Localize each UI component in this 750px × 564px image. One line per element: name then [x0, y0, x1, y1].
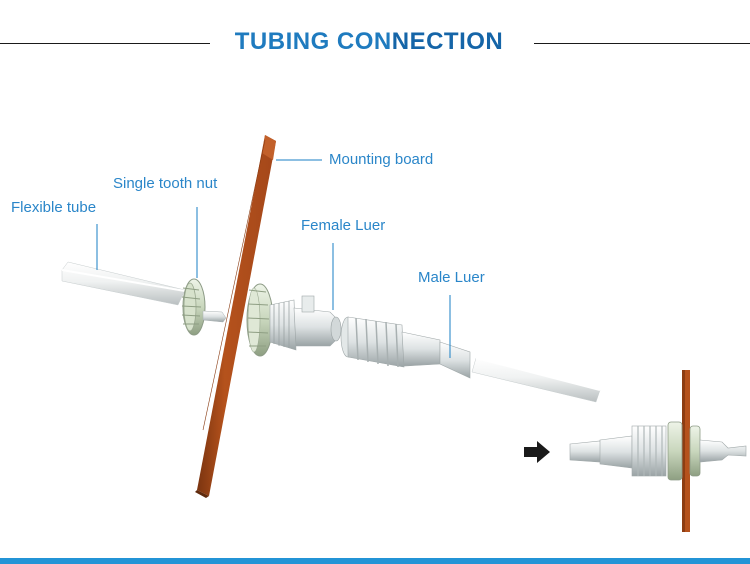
label-flexible-tube: Flexible tube: [11, 199, 97, 216]
header-line-left: [0, 43, 210, 44]
male-luer: [340, 316, 471, 379]
leader-lines: [96, 159, 451, 358]
header-line-right: [534, 43, 750, 44]
single-tooth-nut: [181, 278, 206, 336]
assembled-fitting: [569, 421, 747, 481]
page-title: TUBING CONNECTION: [0, 28, 738, 56]
label-male-luer: Male Luer: [418, 269, 485, 286]
female-luer: [269, 295, 342, 351]
label-mounting-board: Mounting board: [329, 151, 434, 168]
mounting-board: [195, 135, 276, 498]
arrow-right-icon: [524, 441, 550, 463]
bottom-accent-bar: [0, 558, 750, 564]
label-single-tooth-nut: Single tooth nut: [113, 175, 218, 192]
title-part-2: NECTION: [391, 28, 504, 55]
title-part-1: TUBING CON: [234, 28, 392, 55]
label-female-luer: Female Luer: [301, 217, 386, 234]
assembled-board: [682, 370, 690, 532]
barb-fitting: [202, 310, 227, 323]
flexible-tube-left: [61, 261, 186, 306]
flexible-tube-right: [471, 357, 601, 403]
panel-flange: [246, 283, 274, 357]
